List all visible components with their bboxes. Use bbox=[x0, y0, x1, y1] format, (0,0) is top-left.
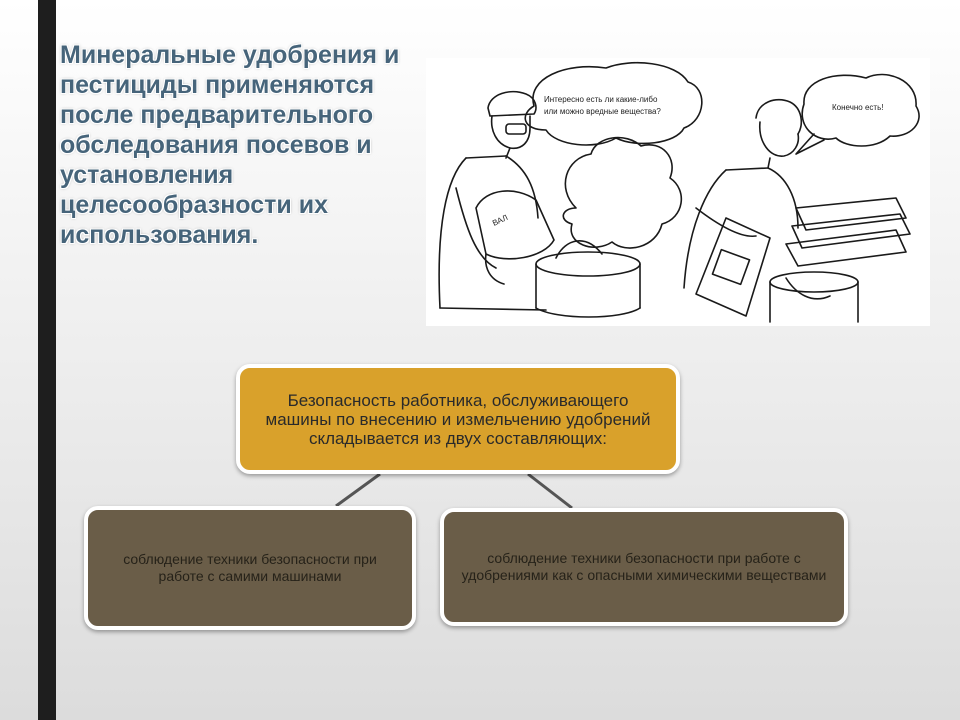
workers-illustration: Интересно есть ли какие-либо или можно в… bbox=[438, 62, 920, 323]
sack-left bbox=[475, 190, 555, 260]
diagram-child-text-fertilizers: соблюдение техники безопасности при рабо… bbox=[461, 550, 827, 583]
bubble-left-text-1: Интересно есть ли какие-либо bbox=[544, 95, 658, 104]
stacked-bags bbox=[795, 197, 907, 231]
illustration: Интересно есть ли какие-либо или можно в… bbox=[426, 58, 930, 326]
diagram-child-box-machines: соблюдение техники безопасности при рабо… bbox=[84, 506, 416, 630]
bubble-left-text-2: или можно вредные вещества? bbox=[544, 107, 661, 116]
steam-cloud bbox=[562, 136, 683, 249]
connector-left bbox=[335, 472, 381, 508]
diagram-child-box-fertilizers: соблюдение техники безопасности при рабо… bbox=[440, 508, 848, 626]
diagram-root-box: Безопасность работника, обслуживающего м… bbox=[236, 364, 680, 474]
sack-label: ВАЛ bbox=[491, 213, 509, 228]
connector-right bbox=[527, 472, 573, 510]
bubble-right-text: Конечно есть! bbox=[832, 103, 883, 112]
speech-bubble-left bbox=[524, 62, 703, 146]
slide-title: Минеральные удобрения и пестициды примен… bbox=[60, 41, 400, 249]
diagram-root-text: Безопасность работника, обслуживающего м… bbox=[265, 390, 651, 448]
sack-right bbox=[695, 217, 771, 317]
diagram-child-text-machines: соблюдение техники безопасности при рабо… bbox=[123, 551, 377, 584]
speech-bubble-right bbox=[801, 73, 920, 147]
left-accent-bar bbox=[38, 0, 56, 720]
